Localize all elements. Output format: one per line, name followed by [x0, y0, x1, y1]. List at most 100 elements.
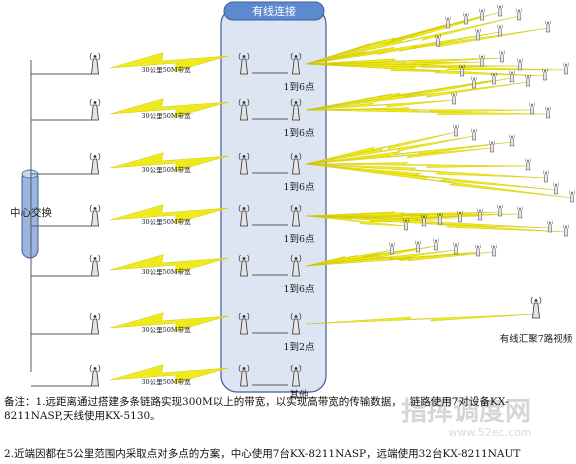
signal-arc	[299, 98, 302, 107]
point-label-2: 1到6点	[283, 127, 315, 139]
signal-arc	[89, 312, 92, 321]
signal-arc	[517, 58, 519, 63]
antenna-tip	[294, 367, 298, 370]
antenna-tip	[493, 245, 495, 248]
signal-arc	[419, 240, 421, 245]
signal-arc	[501, 4, 503, 9]
signal-arc	[542, 68, 544, 73]
signal-arc	[553, 182, 555, 187]
antenna-tip	[242, 155, 246, 158]
signal-arc	[479, 8, 481, 13]
antenna-tip	[571, 191, 573, 194]
antenna-body	[292, 104, 300, 121]
signal-arc	[529, 102, 531, 107]
signal-arc	[89, 364, 92, 373]
antenna-tip	[481, 9, 483, 12]
box-right-antenna-1	[290, 52, 302, 75]
antenna-tip	[547, 107, 549, 110]
watermark-text: 指挥调度网	[401, 396, 531, 427]
antenna-tip	[479, 209, 481, 212]
left-antenna-7	[89, 364, 101, 387]
remote-antenna-1-8	[497, 24, 503, 37]
signal-arc	[247, 254, 250, 263]
antenna-body	[403, 221, 409, 231]
left-antenna-2	[89, 98, 101, 121]
signal-arc	[557, 182, 559, 187]
signal-arc	[483, 54, 485, 59]
signal-arc	[525, 158, 527, 163]
signal-arc	[547, 220, 549, 225]
box-right-antenna-5	[290, 254, 302, 277]
signal-arc	[437, 238, 439, 243]
antenna-body	[542, 71, 548, 81]
antenna-tip	[511, 71, 513, 74]
signal-arc	[393, 242, 395, 247]
signal-arc	[545, 106, 547, 111]
antenna-tip	[93, 101, 97, 104]
signal-arc	[299, 254, 302, 263]
watermark-url: www.52ec.com	[448, 426, 531, 439]
signal-arc	[461, 210, 463, 215]
remote-antenna-1-15	[563, 62, 569, 75]
signal-arc	[563, 62, 565, 67]
signal-arc	[290, 312, 293, 321]
left-antenna-3	[89, 152, 101, 175]
signal-arc	[475, 244, 477, 249]
antenna-body	[240, 104, 248, 121]
signal-arc	[247, 364, 250, 373]
signal-arc	[439, 34, 441, 39]
antenna-tip	[455, 125, 457, 128]
remote-antenna-2-4	[525, 74, 531, 87]
box-left-antenna-4	[238, 204, 250, 227]
remote-link-bolt-3-8	[305, 163, 573, 199]
antenna-body	[91, 210, 99, 227]
antenna-body	[421, 217, 427, 227]
antenna-tip	[417, 241, 419, 244]
signal-arc	[573, 190, 575, 195]
remote-antenna-5-2	[415, 240, 421, 253]
antenna-body	[292, 58, 300, 75]
antenna-body	[477, 211, 483, 221]
antenna-body	[563, 227, 569, 237]
remote-link-bolt-2-4	[305, 81, 529, 111]
remote-antenna-5-6	[491, 244, 497, 257]
signal-arc	[425, 214, 427, 219]
antenna-tip	[549, 221, 551, 224]
antenna-body	[491, 75, 497, 85]
antenna-tip	[565, 225, 567, 228]
signal-arc	[89, 152, 92, 161]
signal-arc	[238, 312, 241, 321]
antenna-body	[545, 23, 551, 33]
remote-link-bolt-3-1	[305, 131, 457, 165]
antenna-body	[240, 318, 248, 335]
signal-arc	[98, 254, 101, 263]
left-antenna-4	[89, 204, 101, 227]
signal-arc	[407, 218, 409, 223]
signal-arc	[98, 312, 101, 321]
antenna-body	[497, 207, 503, 217]
signal-arc	[567, 224, 569, 229]
antenna-body	[563, 65, 569, 75]
remote-link-bolt-6-1	[305, 313, 537, 325]
antenna-body	[445, 19, 451, 29]
point-label-5: 1到6点	[283, 283, 315, 295]
box-right-antenna-3	[290, 152, 302, 175]
signal-arc	[290, 254, 293, 263]
signal-arc	[569, 190, 571, 195]
wired-box-title-bar	[223, 1, 325, 21]
antenna-tip	[294, 257, 298, 260]
signal-arc	[549, 106, 551, 111]
antenna-tip	[544, 69, 546, 72]
antenna-body	[475, 247, 481, 257]
remote-antenna-6-1	[530, 296, 542, 319]
antenna-body	[453, 245, 459, 255]
signal-arc	[299, 52, 302, 61]
signal-arc	[389, 242, 391, 247]
box-left-antenna-7	[238, 364, 250, 387]
signal-arc	[290, 364, 293, 373]
antenna-body	[415, 243, 421, 253]
antenna-tip	[511, 135, 513, 138]
box-right-antenna-6	[290, 312, 302, 335]
antenna-body	[471, 79, 477, 89]
